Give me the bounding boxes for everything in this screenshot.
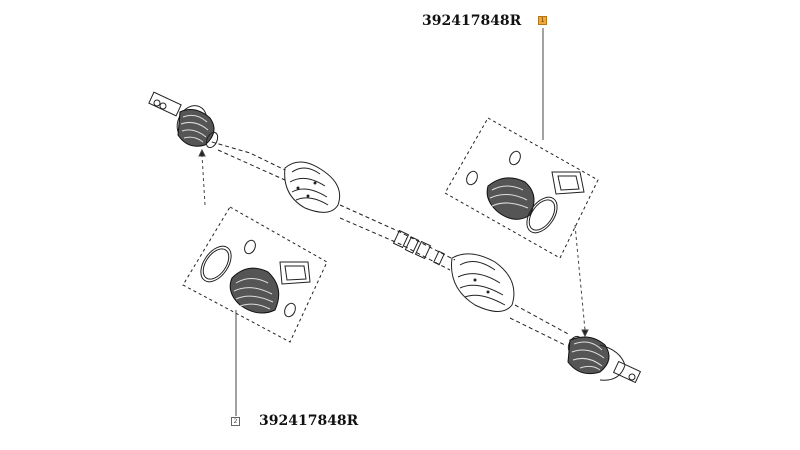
right-stub-shaft bbox=[612, 360, 642, 384]
part-number-label[interactable]: 392417848R bbox=[259, 413, 359, 429]
right-outer-cv-boot bbox=[567, 335, 626, 381]
boot-kit-1 bbox=[444, 117, 599, 259]
leader-lines bbox=[198, 28, 589, 416]
grease-packet-icon bbox=[551, 171, 585, 195]
callout-marker-1[interactable]: 1 bbox=[538, 16, 547, 25]
grease-packet-icon bbox=[279, 261, 311, 285]
right-inner-joint bbox=[450, 253, 515, 312]
left-inner-joint bbox=[284, 161, 341, 213]
left-stub-shaft bbox=[148, 91, 182, 117]
callout-marker-2[interactable]: 2 bbox=[231, 417, 240, 426]
driveshaft-assembly bbox=[148, 91, 642, 384]
boot-kit-2 bbox=[182, 206, 328, 343]
center-damper bbox=[392, 229, 445, 266]
part-number-label[interactable]: 392417848R bbox=[422, 13, 522, 29]
left-outer-cv-boot bbox=[176, 105, 219, 149]
